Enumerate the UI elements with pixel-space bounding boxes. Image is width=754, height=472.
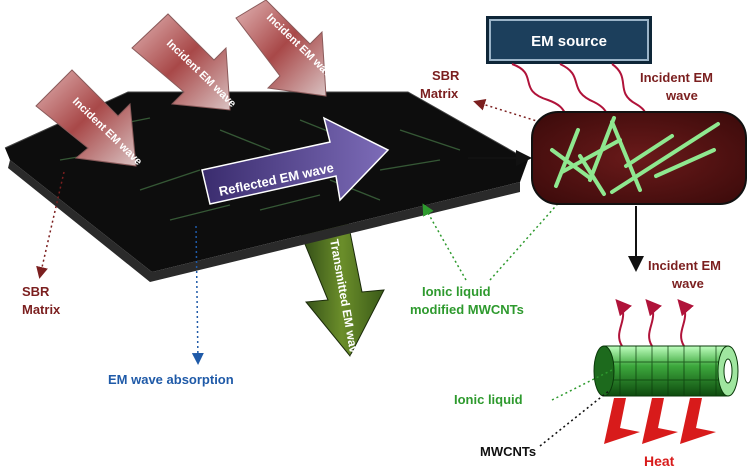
sbr-right-label-1: SBR <box>432 68 460 83</box>
ionic-mwcnt-label-2: modified MWCNTs <box>410 302 524 317</box>
transmitted-wave-arrow <box>299 221 385 357</box>
ionic-pointer-sheet <box>422 203 467 281</box>
em-source-label: EM source <box>531 33 607 50</box>
ionic-pointer-box <box>489 187 572 281</box>
mwcnts-pointer <box>539 389 611 447</box>
ionic-mwcnt-label-1: Ionic liquid <box>422 284 491 299</box>
incident-right-bottom-1: Incident EM <box>648 258 721 273</box>
mwcnt-matrix-box <box>531 111 747 205</box>
incident-right-top-2: wave <box>665 88 698 103</box>
em-source-box: EM source <box>486 16 652 64</box>
incident-arrow-2: Incident EM wave <box>131 13 238 111</box>
sbr-right-pointer <box>473 98 541 123</box>
ionic-liquid-label: Ionic liquid <box>454 392 523 407</box>
cylinder-wave-arrows <box>615 298 694 347</box>
sbr-left-label-1: SBR <box>22 284 50 299</box>
incident-right-top-1: Incident EM <box>640 70 713 85</box>
heat-label: Heat <box>644 453 675 469</box>
ionic-liquid-pointer <box>551 369 613 401</box>
incident-arrow-3: Incident EM wave <box>235 0 338 97</box>
mwcnt-cylinder <box>593 345 739 397</box>
incident-right-bottom-2: wave <box>671 276 704 291</box>
sbr-left-label-2: Matrix <box>22 302 61 317</box>
sbr-right-label-2: Matrix <box>420 86 459 101</box>
incident-arrow-1: Incident EM wave <box>35 69 144 168</box>
em-absorption-label: EM wave absorption <box>108 372 234 387</box>
heat-arrows <box>604 398 716 444</box>
mwcnts-label: MWCNTs <box>480 444 536 459</box>
